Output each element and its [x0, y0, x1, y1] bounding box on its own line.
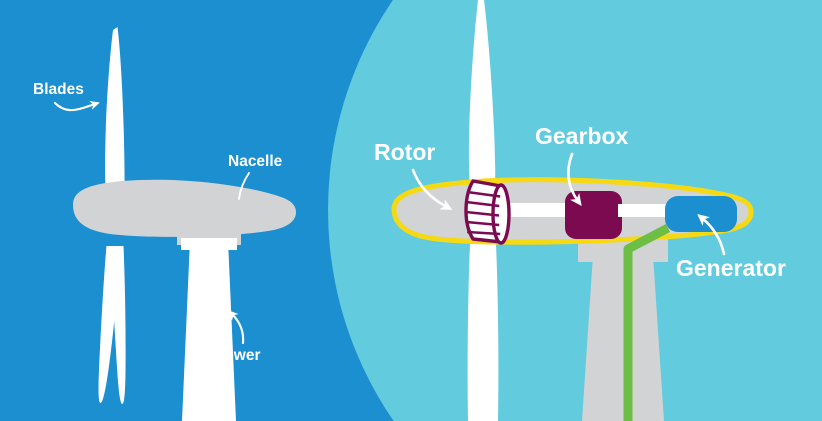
label-gearbox-pointer-icon — [567, 152, 582, 207]
label-blades-group: Blades — [33, 81, 100, 112]
high-speed-shaft — [618, 204, 676, 217]
right-blade-upper-icon — [468, 0, 496, 200]
generator-box — [665, 196, 737, 232]
label-nacelle-text: Nacelle — [228, 153, 283, 170]
right-blade-lower-icon — [467, 244, 499, 421]
label-tower-group: Tower — [216, 310, 261, 364]
label-generator-group: Generator — [676, 214, 786, 281]
left-turbine-group: Blades Nacelle Tower — [33, 27, 296, 421]
left-blade-lower-right-icon — [110, 246, 126, 404]
label-gearbox-group: Gearbox — [535, 123, 629, 207]
label-nacelle-group: Nacelle — [228, 153, 283, 200]
left-blade-upper-icon — [105, 27, 125, 222]
label-nacelle-pointer-icon — [238, 172, 250, 200]
label-tower-pointer-icon — [228, 310, 245, 345]
label-blades-text: Blades — [33, 81, 84, 98]
label-blades-pointer-icon — [53, 100, 100, 112]
label-gearbox-text: Gearbox — [535, 123, 629, 149]
right-tower-shaft — [582, 240, 664, 421]
label-rotor-pointer-icon — [411, 168, 453, 210]
right-turbine-group: Rotor Gearbox Generator — [374, 0, 786, 421]
low-speed-shaft — [494, 203, 570, 217]
gearbox-box — [565, 191, 622, 239]
left-tower-flange — [181, 238, 237, 250]
label-rotor-group: Rotor — [374, 139, 453, 210]
power-cable-line — [623, 224, 671, 421]
left-tower-shaft — [182, 240, 236, 421]
label-tower-text: Tower — [216, 347, 261, 364]
label-rotor-text: Rotor — [374, 139, 435, 165]
label-generator-text: Generator — [676, 255, 786, 281]
label-generator-pointer-icon — [697, 214, 726, 256]
rotor-hub-icon — [464, 179, 511, 245]
